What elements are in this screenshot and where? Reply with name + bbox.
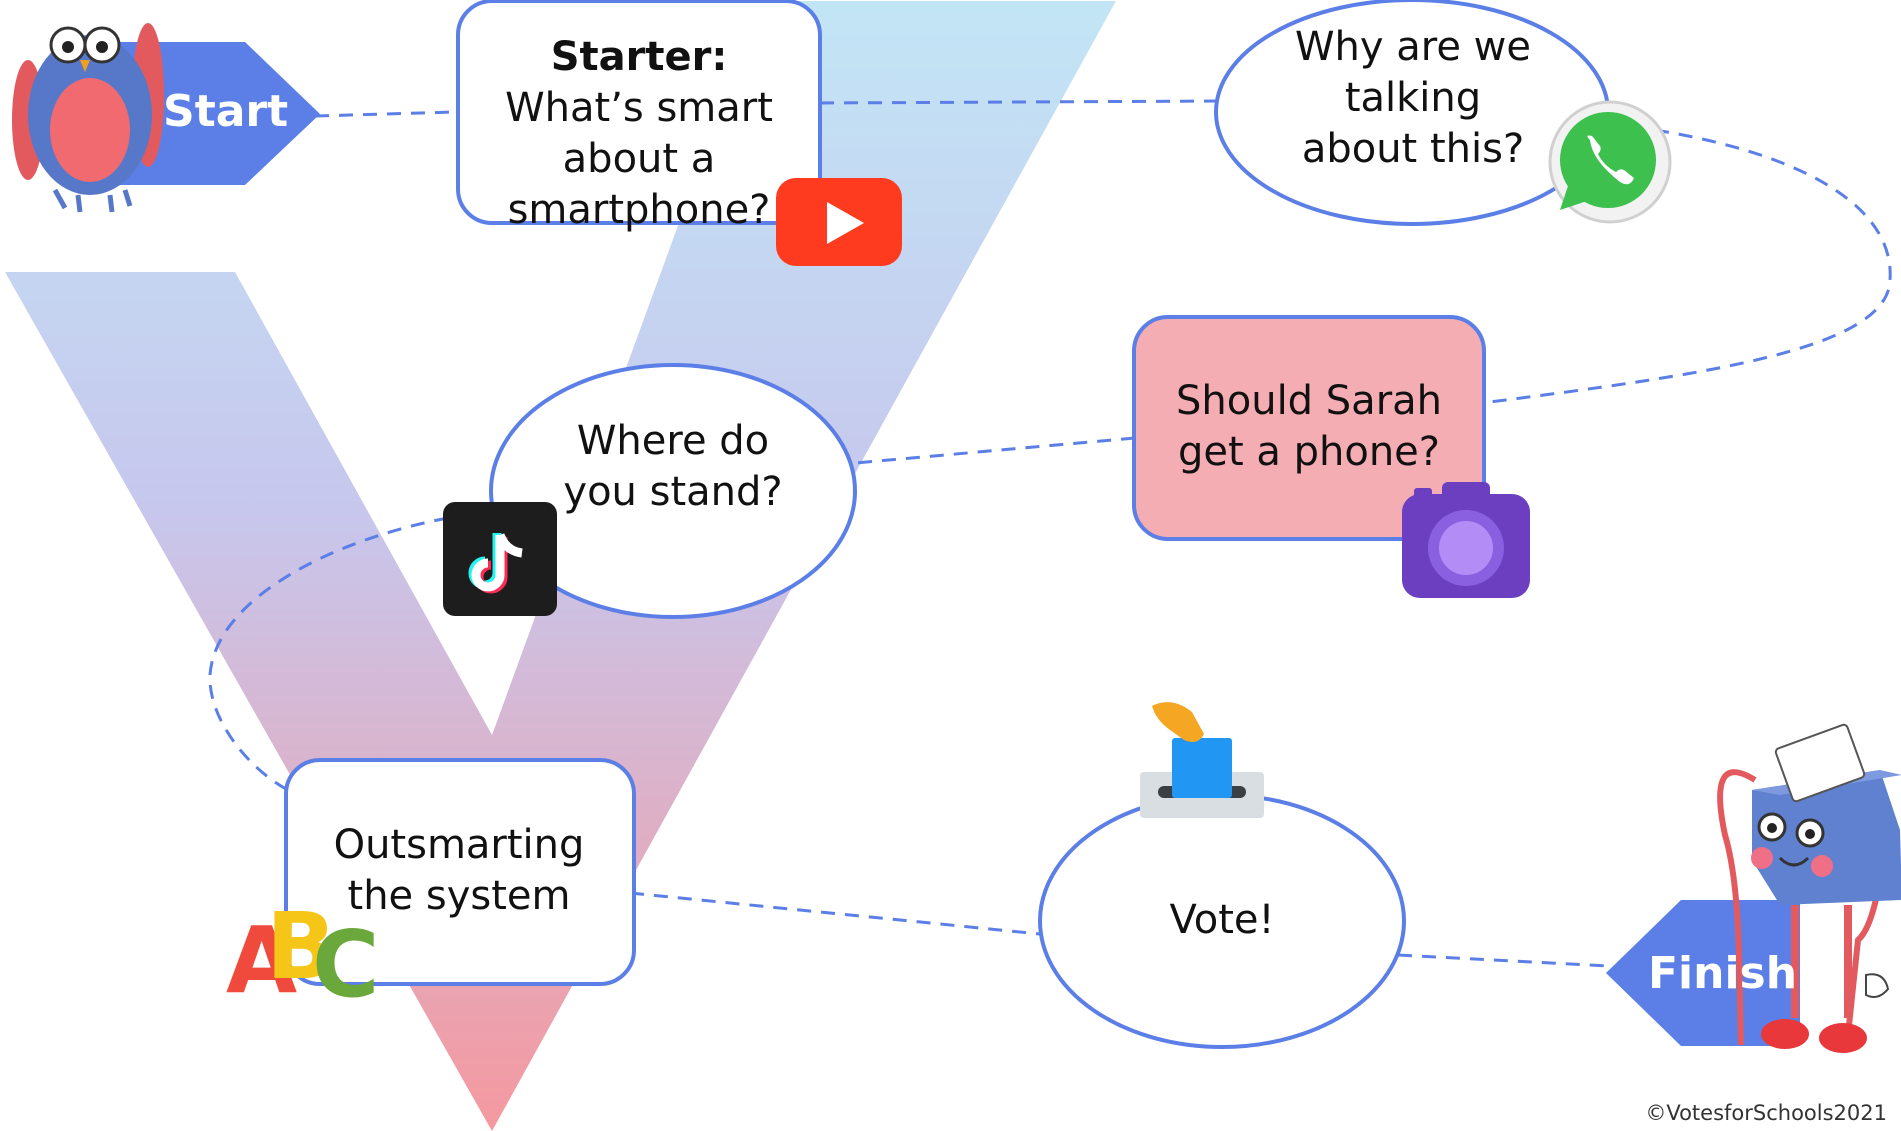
vote-label: Vote!	[1169, 897, 1275, 943]
start-label: Start	[163, 86, 289, 137]
camera-icon	[1402, 482, 1530, 598]
sarah-box	[1132, 315, 1486, 541]
connector-start-starter	[314, 110, 456, 118]
connector-sarah-stand	[854, 436, 1136, 465]
owl-mascot-icon	[12, 23, 164, 213]
copyright-text: ©VotesforSchools2021	[1645, 1101, 1887, 1125]
outsmarting-label: Outsmarting the system	[333, 822, 585, 919]
abc-letter: B	[266, 893, 336, 1000]
whatsapp-icon	[1548, 100, 1672, 224]
ballot-box-mascot-icon	[1717, 723, 1901, 1053]
ballot-box-icon	[1140, 702, 1264, 818]
starter-text: What’s smart about a smartphone?	[505, 85, 773, 233]
connector-outsmarting-vote	[629, 891, 1041, 936]
sarah-label: Should Sarah get a phone?	[1176, 378, 1442, 475]
abc-letter: A	[226, 907, 297, 1014]
abc-blocks-icon: A B C	[226, 893, 380, 1018]
tiktok-icon	[443, 502, 557, 616]
path-connectors	[208, 99, 1892, 968]
connector-vote-finish	[1397, 953, 1609, 968]
stand-ellipse	[489, 363, 857, 619]
connector-why-sarah	[1489, 128, 1892, 404]
abc-letter: C	[312, 911, 380, 1018]
connector-stand-outsmarting	[208, 516, 449, 792]
starter-label: Starter: What’s smart about a smartphone…	[476, 32, 802, 236]
connector-starter-why	[819, 99, 1221, 105]
finish-arrow-tag	[1606, 900, 1800, 1046]
why-label: Why are we talking about this?	[1294, 24, 1531, 172]
starter-bold: Starter:	[550, 34, 728, 80]
youtube-icon	[776, 178, 902, 266]
outsmarting-box	[284, 758, 636, 986]
starter-box	[456, 0, 822, 225]
stand-label: Where do you stand?	[563, 418, 783, 515]
finish-label: Finish	[1648, 948, 1798, 999]
